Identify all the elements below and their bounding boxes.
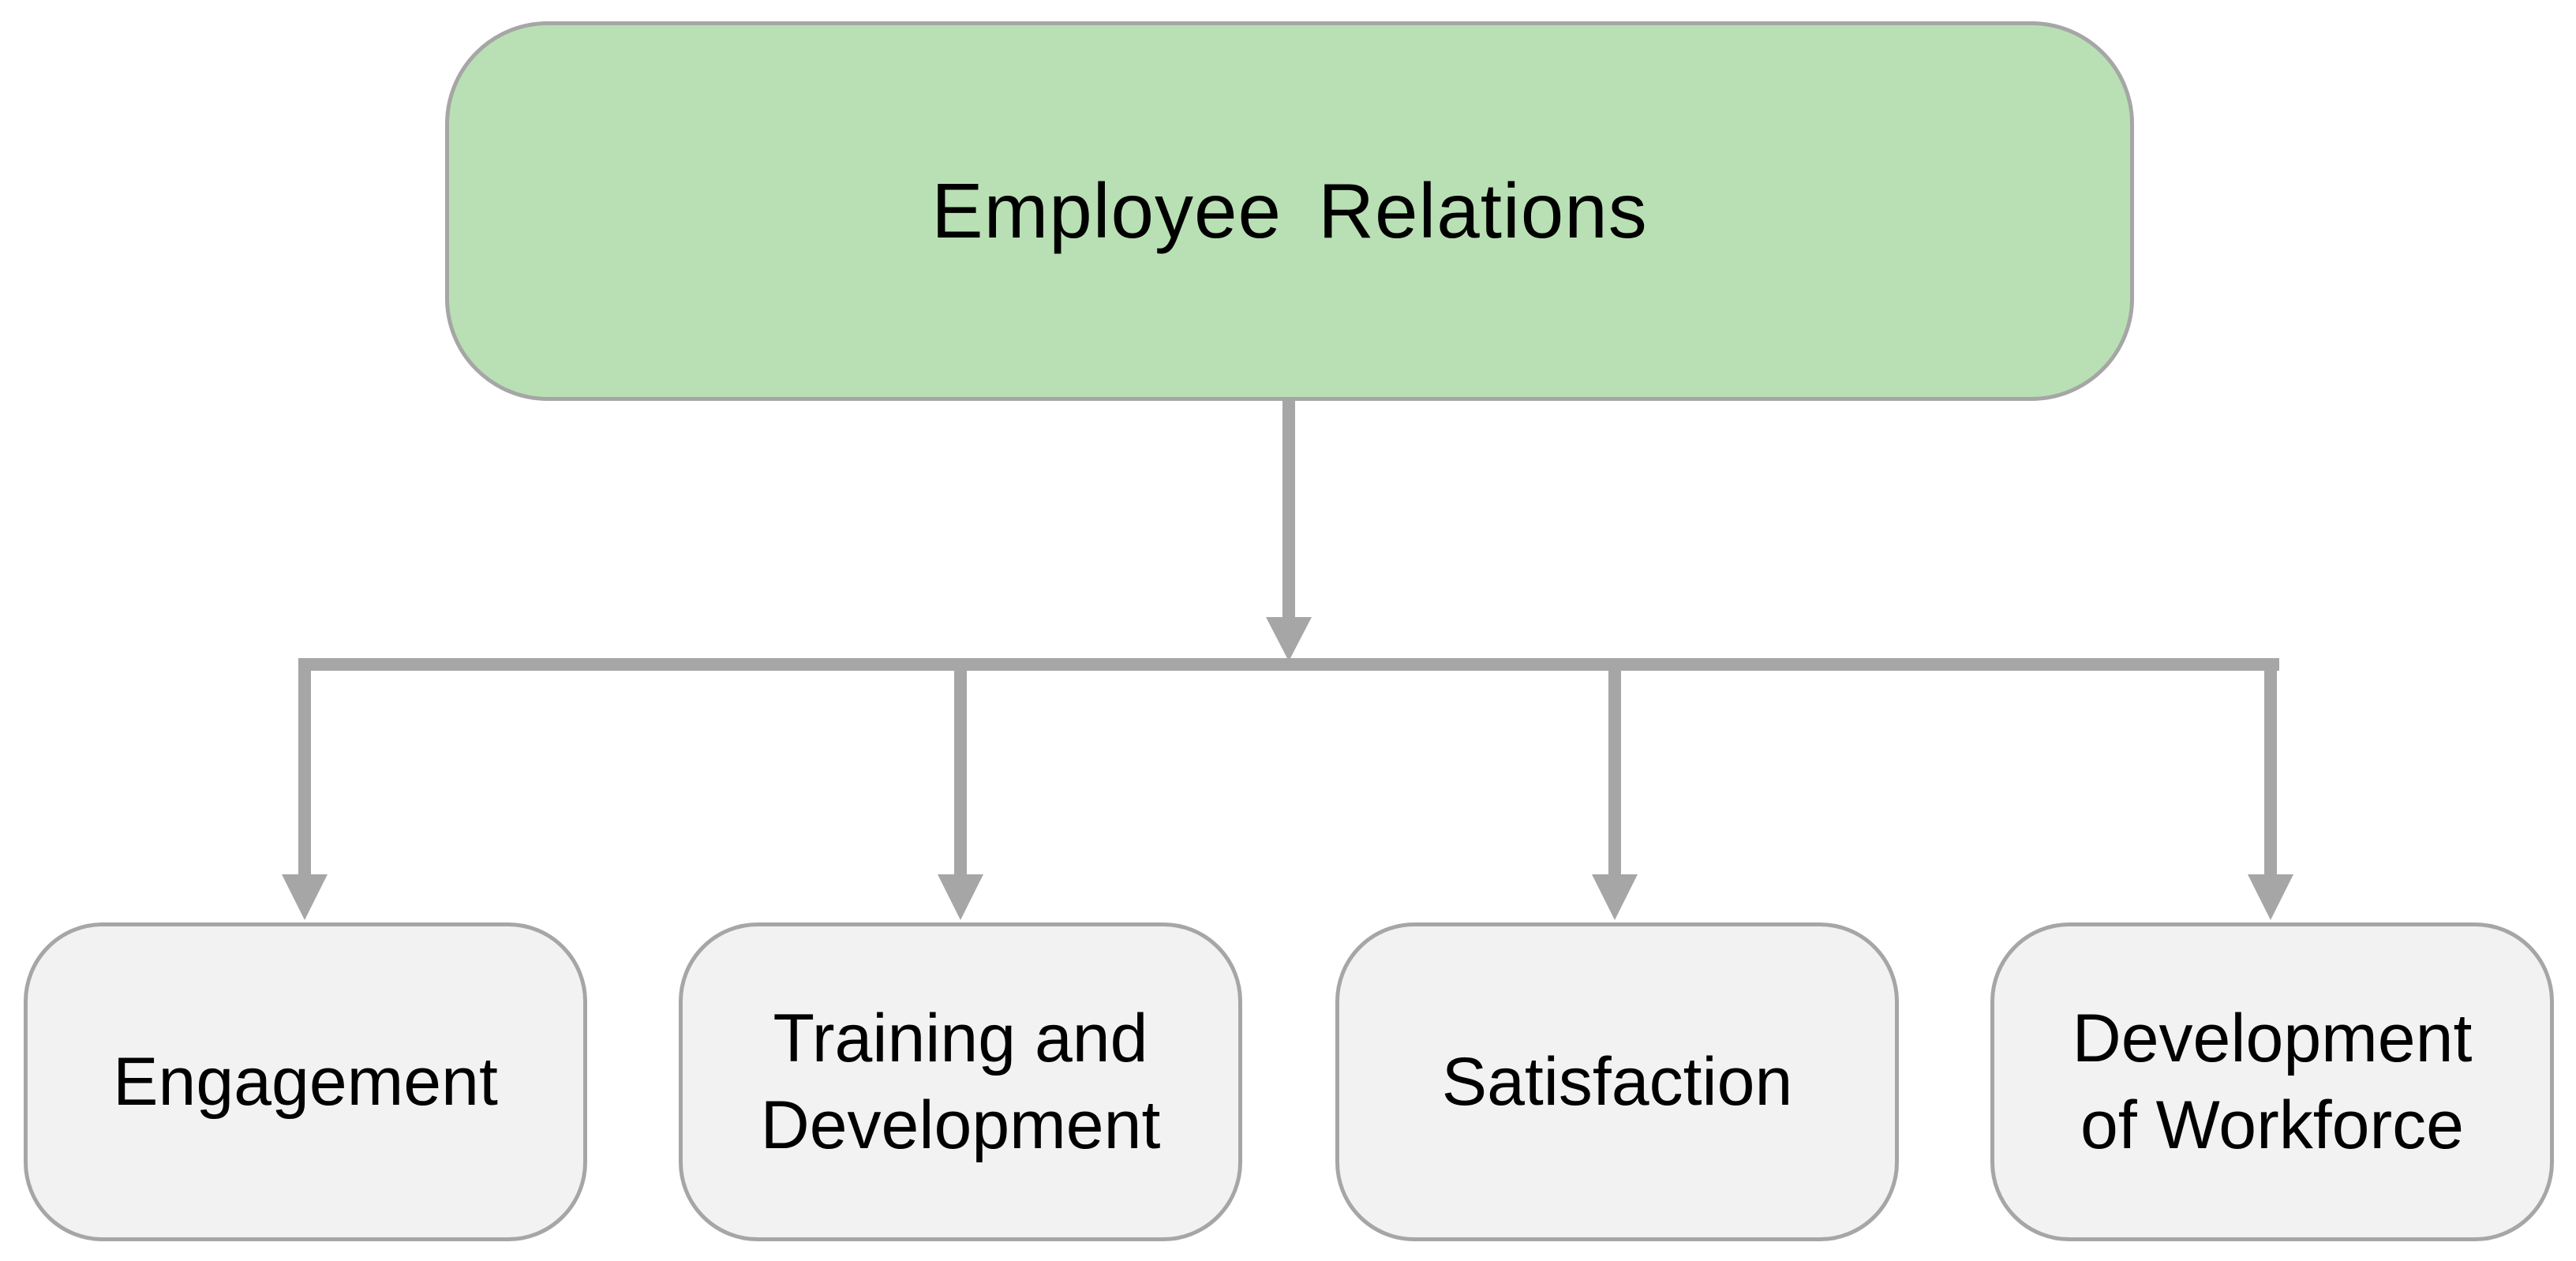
child-node-satisfaction: Satisfaction [1335,922,1899,1241]
child-node-label: Training and Development [760,1001,1161,1163]
root-node-employee-relations: Employee Relations [445,21,2134,401]
child-node-label: Engagement [113,1044,498,1120]
arrowhead-engagement-icon [282,874,328,920]
child-node-label: Satisfaction [1441,1044,1793,1120]
arrowhead-root-icon [1266,617,1312,661]
child-node-development-of-workforce: Development of Workforce [1990,922,2554,1241]
child-node-label: Development of Workforce [2072,1001,2473,1163]
root-node-label: Employee Relations [931,167,1648,254]
arrowhead-workforce-icon [2248,874,2293,920]
child-node-training-and-development: Training and Development [679,922,1242,1241]
arrowhead-training-icon [938,874,983,920]
child-node-engagement: Engagement [24,922,587,1241]
arrowhead-satisfaction-icon [1592,874,1638,920]
